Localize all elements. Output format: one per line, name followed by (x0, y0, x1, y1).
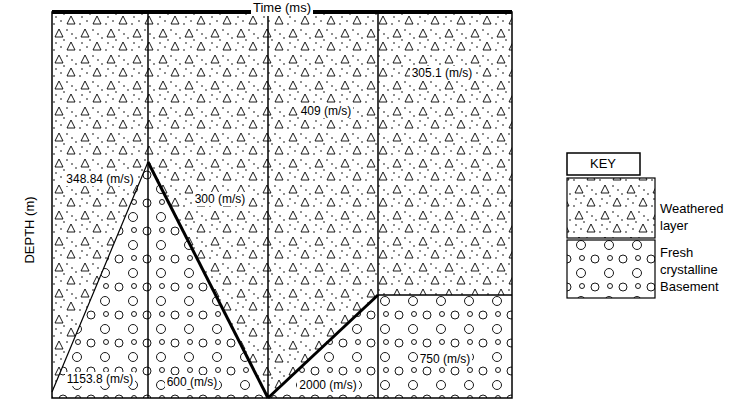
velocity-label: 2000 (m/s) (297, 378, 358, 392)
key-heading: KEY (588, 156, 618, 172)
velocity-label: 600 (m/s) (165, 375, 220, 389)
legend-text: Weathered layer (660, 200, 750, 234)
legend-text: Fresh crystalline Basement (660, 244, 748, 295)
velocity-label: 300 (m/s) (193, 192, 248, 206)
axis-title: Time (ms) (251, 0, 313, 16)
velocity-label: 409 (m/s) (299, 104, 354, 118)
axis-title: DEPTH (m) (22, 194, 38, 265)
velocity-label: 348.84 (m/s) (64, 172, 135, 186)
velocity-label: 750 (m/s) (418, 352, 473, 366)
velocity-label: 1153.8 (m/s) (65, 372, 135, 386)
velocity-label: 305.1 (m/s) (410, 66, 475, 80)
